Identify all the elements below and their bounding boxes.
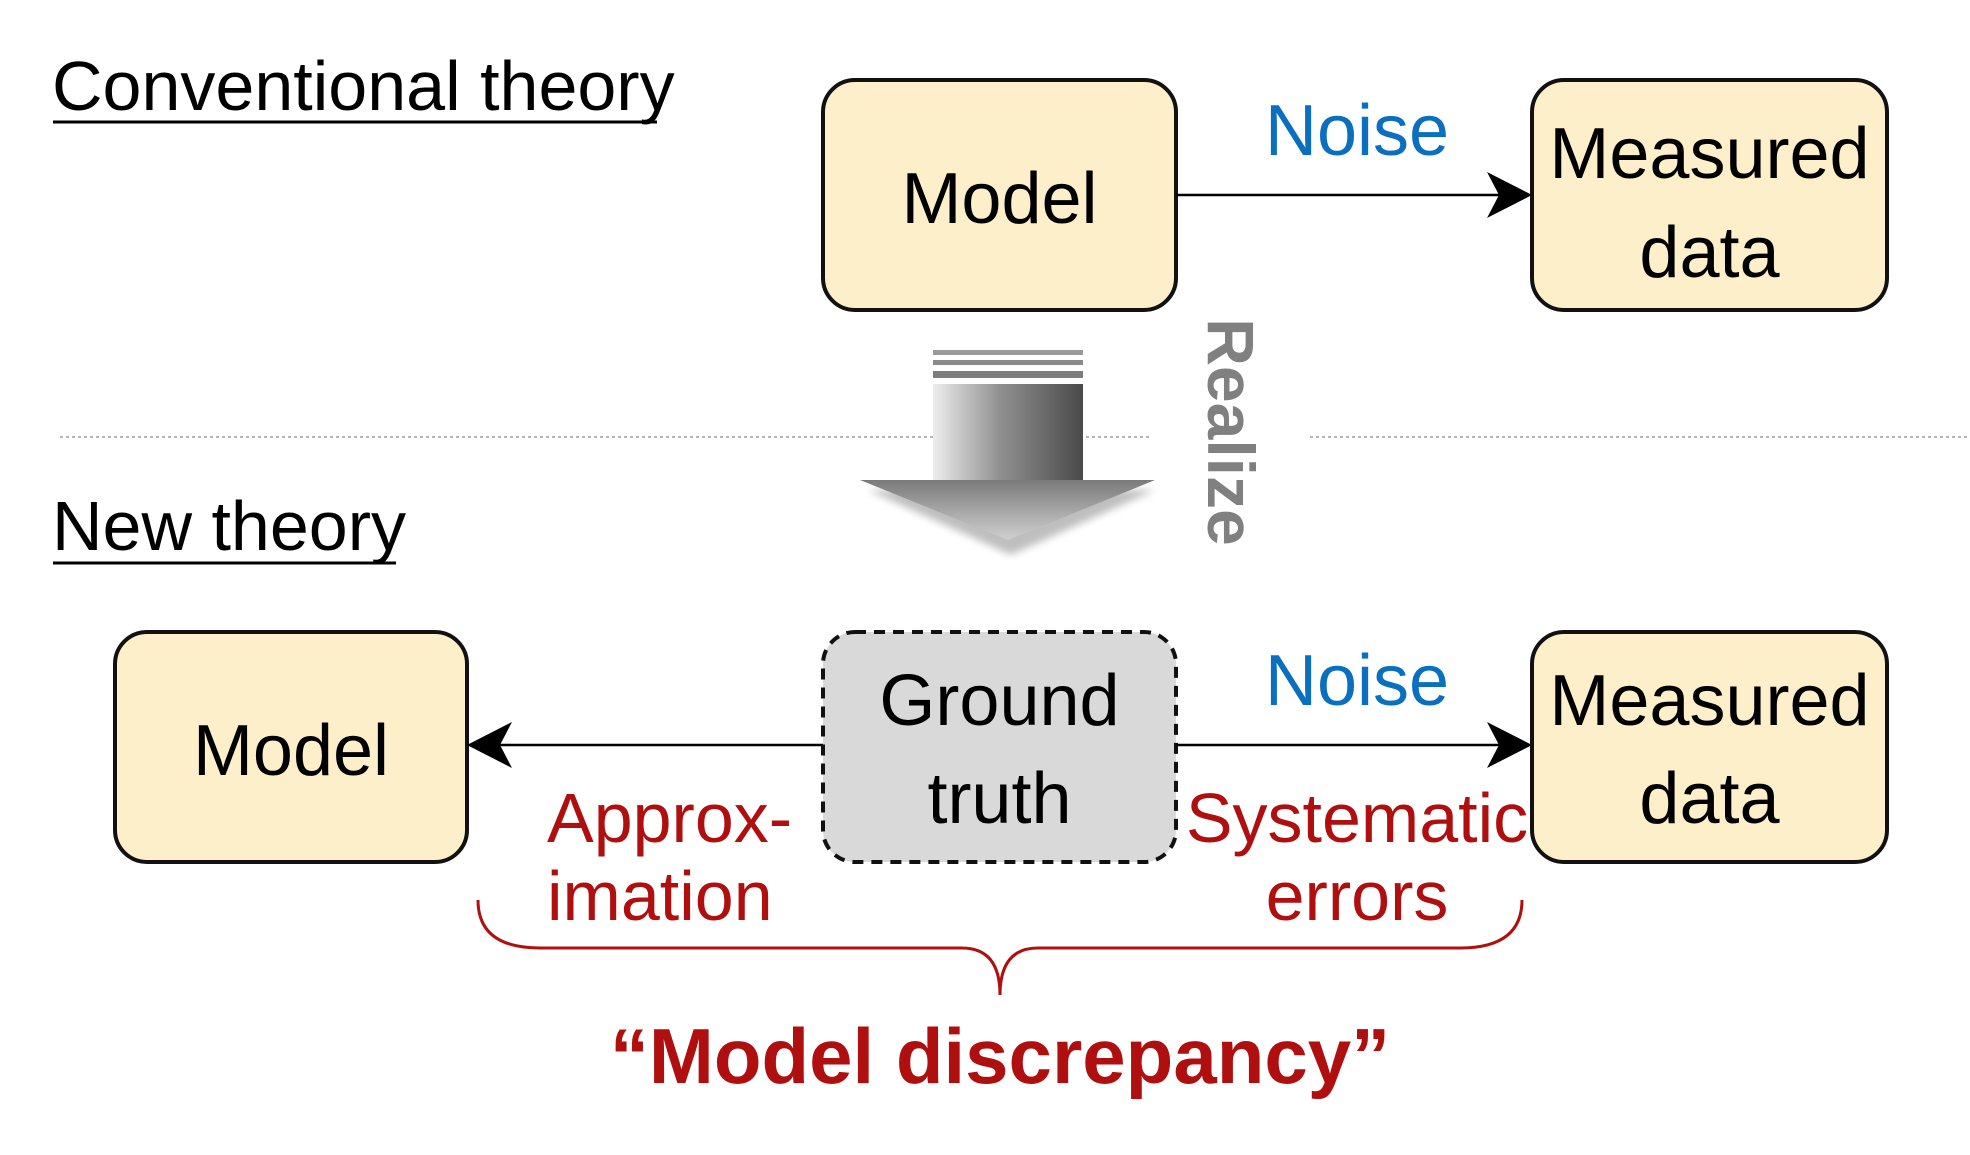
conventional-model-label: Model <box>901 159 1097 239</box>
systematic-line2: errors <box>1266 857 1449 935</box>
realize-arrow <box>860 350 1155 555</box>
approximation-line1: Approx- <box>547 779 792 857</box>
conventional-noise-label: Noise <box>1265 91 1449 171</box>
ground-truth-line1: Ground <box>879 661 1119 741</box>
systematic-line1: Systematic <box>1186 779 1528 857</box>
new-theory-heading: New theory <box>52 487 406 565</box>
approximation-line2: imation <box>547 857 773 935</box>
ground-truth-line2: truth <box>927 759 1071 839</box>
new-model-label: Model <box>193 711 389 791</box>
new-measured-data-box: Measured data <box>1530 630 1889 864</box>
realize-label: Realize <box>1194 318 1268 545</box>
conventional-measured-line2: data <box>1639 213 1780 293</box>
conventional-measured-data-box: Measured data <box>1530 78 1889 312</box>
conventional-theory-heading: Conventional theory <box>52 47 675 125</box>
discrepancy-brace <box>476 899 1524 996</box>
model-discrepancy-label: “Model discrepancy” <box>610 1012 1390 1100</box>
conventional-measured-line1: Measured <box>1549 114 1869 194</box>
new-measured-line1: Measured <box>1549 661 1869 741</box>
new-noise-label: Noise <box>1265 641 1449 721</box>
new-model-box: Model <box>113 630 469 864</box>
new-measured-line2: data <box>1639 759 1780 839</box>
new-noise-arrow <box>1176 722 1532 768</box>
conventional-model-box: Model <box>821 78 1178 312</box>
conventional-noise-arrow <box>1176 172 1532 218</box>
ground-truth-box: Ground truth <box>821 630 1178 864</box>
approximation-arrow <box>467 722 823 768</box>
